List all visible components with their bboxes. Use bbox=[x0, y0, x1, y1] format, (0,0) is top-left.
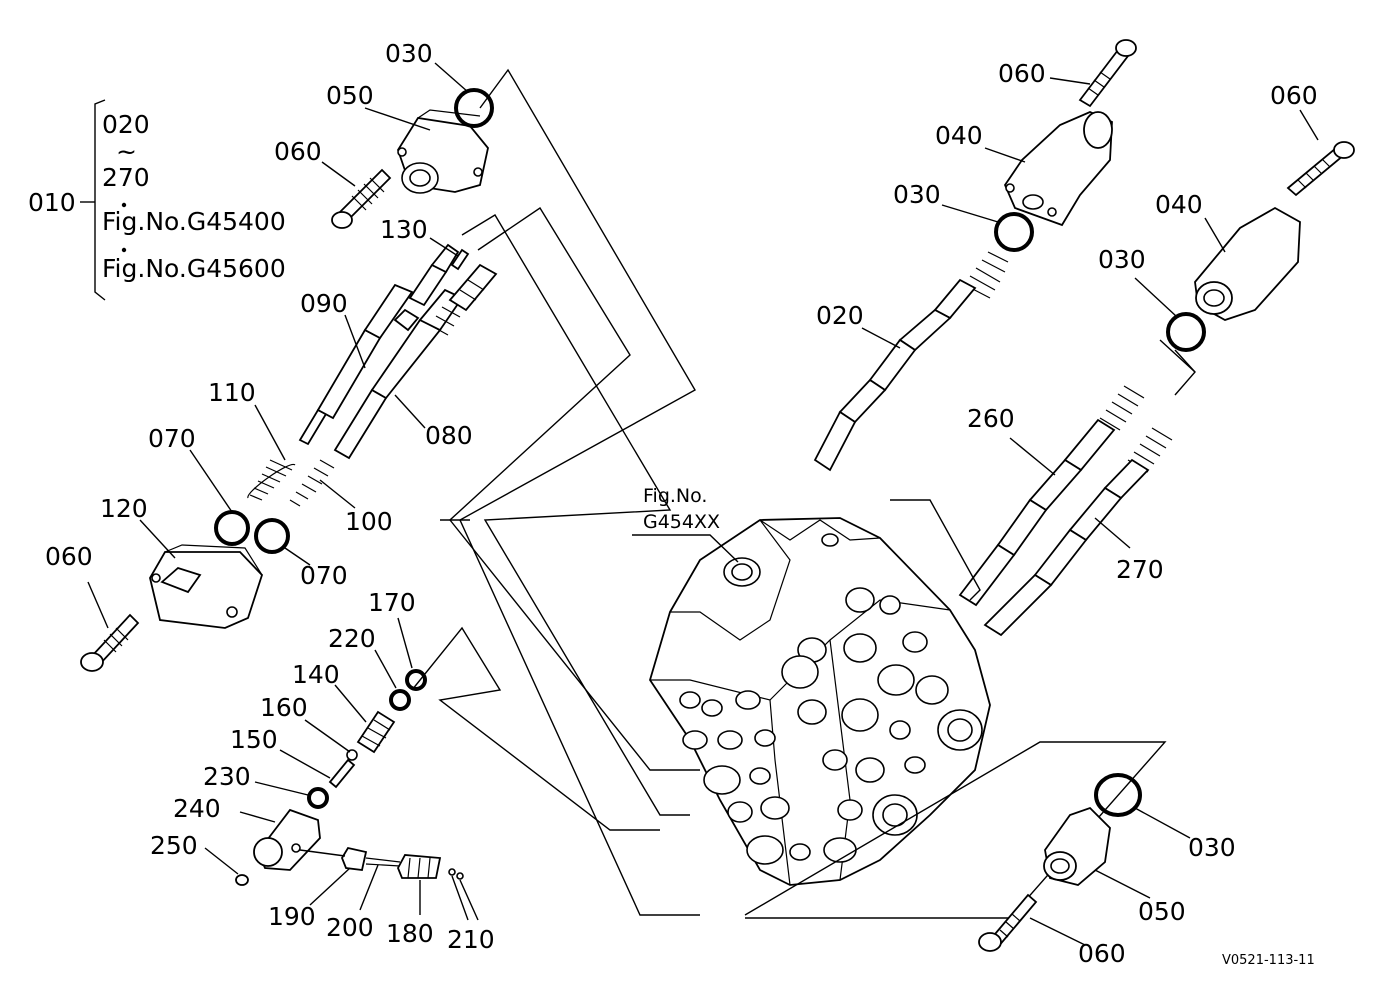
drawing-code: V0521-113-11 bbox=[1222, 953, 1315, 968]
part-180-connector bbox=[397, 854, 442, 879]
part-060-bolt-top-right bbox=[1286, 141, 1355, 197]
alignment-lines-lower-right bbox=[890, 499, 981, 601]
part-070-oring-b bbox=[254, 518, 290, 554]
part-090-spool bbox=[298, 243, 460, 446]
part-170-oring bbox=[405, 669, 427, 691]
part-030-oring-upper-left bbox=[454, 88, 494, 128]
part-130-pin bbox=[450, 248, 470, 271]
label-090: 090 bbox=[300, 289, 348, 318]
part-group-bracket: 020 ~ 270 Fig.No.G45400 Fig.No.G45600 01… bbox=[28, 99, 286, 301]
label-030-upper-right: 030 bbox=[893, 180, 941, 209]
label-060-top-right: 060 bbox=[1270, 81, 1318, 110]
label-130: 130 bbox=[380, 215, 428, 244]
label-030-upper-left: 030 bbox=[385, 39, 433, 68]
label-140: 140 bbox=[292, 660, 340, 689]
label-070-a: 070 bbox=[148, 424, 196, 453]
leader-lines bbox=[87, 62, 1319, 946]
label-080: 080 bbox=[425, 421, 473, 450]
label-240: 240 bbox=[173, 794, 221, 823]
label-260: 260 bbox=[967, 404, 1015, 433]
label-230: 230 bbox=[203, 762, 251, 791]
part-110-spring bbox=[247, 459, 296, 501]
bracket-ref-a: Fig.No.G45400 bbox=[102, 207, 286, 236]
part-230-oring bbox=[307, 787, 329, 809]
label-270: 270 bbox=[1116, 555, 1164, 584]
label-220: 220 bbox=[328, 624, 376, 653]
part-040-cap-right bbox=[1194, 206, 1301, 321]
part-070-oring-a bbox=[214, 510, 250, 546]
label-030-lower-right: 030 bbox=[1188, 833, 1236, 862]
label-060-upper-left: 060 bbox=[274, 137, 322, 166]
part-060-bolt-cap-120 bbox=[80, 613, 140, 672]
label-070-b: 070 bbox=[300, 561, 348, 590]
part-060-bolt-upper-left bbox=[331, 168, 392, 229]
bracket-ref-b: Fig.No.G45600 bbox=[102, 254, 286, 283]
label-030-right: 030 bbox=[1098, 245, 1146, 274]
fig-ref-line2: G454XX bbox=[643, 511, 720, 533]
label-060-cap-120: 060 bbox=[45, 542, 93, 571]
part-120-cap bbox=[149, 544, 264, 629]
label-150: 150 bbox=[230, 725, 278, 754]
bracket-tilde: ~ bbox=[116, 137, 137, 166]
bracket-range-end: 270 bbox=[102, 163, 150, 192]
label-180: 180 bbox=[386, 919, 434, 948]
label-190: 190 bbox=[268, 902, 316, 931]
part-060-bolt-lower-right bbox=[978, 893, 1038, 952]
part-100-spring bbox=[289, 459, 335, 507]
part-030-oring-upper-right bbox=[994, 212, 1034, 252]
part-270-spool bbox=[983, 427, 1173, 637]
label-200: 200 bbox=[326, 913, 374, 942]
part-040-cap-upper bbox=[1003, 111, 1113, 227]
label-060-top-center: 060 bbox=[998, 59, 1046, 88]
part-240-solenoid bbox=[253, 808, 321, 871]
label-040-upper: 040 bbox=[935, 121, 983, 150]
part-030-oring-lower-right bbox=[1094, 773, 1142, 817]
part-250-screw bbox=[235, 874, 249, 886]
part-150-stem bbox=[328, 758, 356, 789]
part-200-wire bbox=[365, 857, 401, 867]
part-050-cap-lower bbox=[1043, 806, 1111, 886]
label-100: 100 bbox=[345, 507, 393, 536]
part-060-bolt-top-center bbox=[1078, 39, 1137, 108]
part-210-terminals bbox=[448, 868, 464, 880]
label-210: 210 bbox=[447, 925, 495, 954]
fig-reference: Fig.No. G454XX bbox=[632, 485, 739, 563]
label-050-lower: 050 bbox=[1138, 897, 1186, 926]
part-260-spool bbox=[958, 385, 1145, 607]
valve-body-housing bbox=[649, 517, 991, 886]
bracket-range-start: 020 bbox=[102, 110, 150, 139]
label-060-lower-right: 060 bbox=[1078, 939, 1126, 968]
label-010: 010 bbox=[28, 188, 76, 217]
bracket-line bbox=[94, 99, 106, 301]
part-030-oring-right bbox=[1166, 312, 1206, 352]
fig-ref-line1: Fig.No. bbox=[643, 485, 707, 507]
label-050-upper: 050 bbox=[326, 81, 374, 110]
label-160: 160 bbox=[260, 693, 308, 722]
part-190-connector bbox=[299, 846, 368, 871]
label-250: 250 bbox=[150, 831, 198, 860]
label-120: 120 bbox=[100, 494, 148, 523]
label-040-right: 040 bbox=[1155, 190, 1203, 219]
label-020: 020 bbox=[816, 301, 864, 330]
part-220-oring bbox=[389, 689, 411, 711]
part-080-spool bbox=[333, 263, 498, 460]
alignment-lines-left bbox=[411, 68, 700, 916]
part-050-cap-upper bbox=[397, 109, 489, 194]
part-labels: 030 050 060 130 090 110 080 070 120 100 … bbox=[45, 39, 1318, 968]
part-020-spool bbox=[813, 251, 1009, 472]
part-140-sleeve bbox=[356, 710, 396, 754]
label-110: 110 bbox=[208, 378, 256, 407]
label-170: 170 bbox=[368, 588, 416, 617]
